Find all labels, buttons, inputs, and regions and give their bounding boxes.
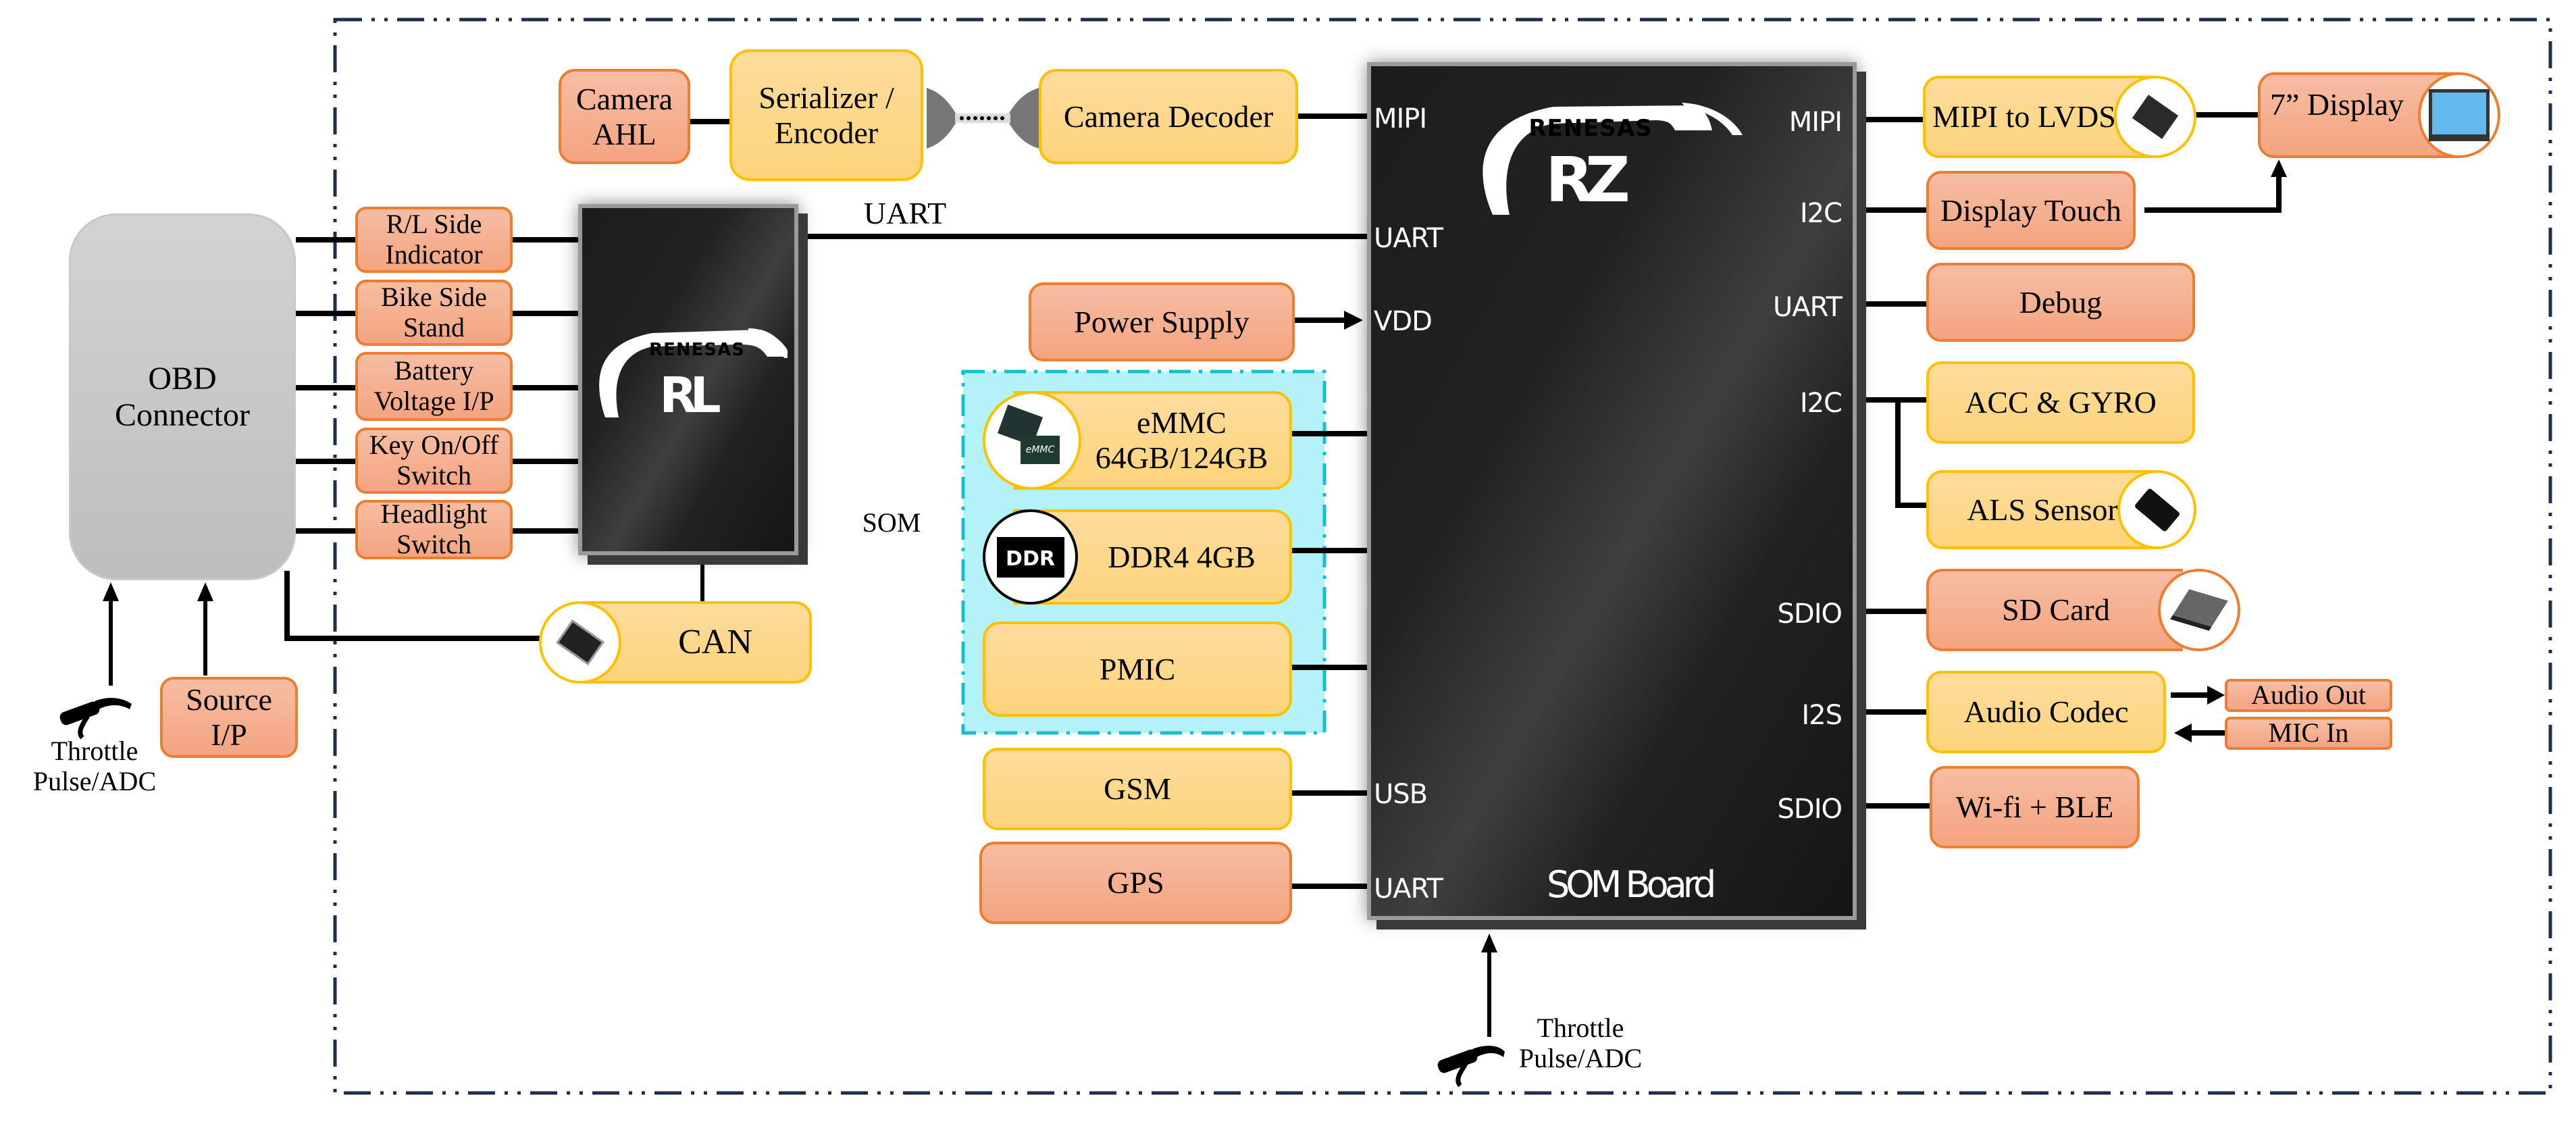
display-block: 7” Display	[2258, 72, 2461, 158]
pin-right-sdio-card: SDIO	[1777, 598, 1843, 630]
rl-brand-text: RENESAS	[649, 340, 745, 360]
display-touch-block: Display Touch	[1926, 171, 2136, 250]
pin-left-vdd: VDD	[1374, 306, 1433, 337]
throttle-grip-icon	[59, 698, 132, 740]
pin-right-uart-debug: UART	[1773, 292, 1843, 323]
debug-block: Debug	[1926, 263, 2195, 342]
pin-right-mipi: MIPI	[1788, 107, 1843, 138]
som-label: SOM	[862, 507, 921, 538]
rz-brand-text: RENESAS	[1528, 115, 1653, 142]
throttle-grip-icon	[1437, 1046, 1505, 1088]
audio-codec-block: Audio Codec	[1926, 671, 2166, 753]
bridge-chip-icon	[2114, 76, 2196, 158]
uart-link-label: UART	[863, 196, 947, 230]
pin-left-uart-gps: UART	[1374, 873, 1443, 904]
can-transceiver-block: CAN	[581, 601, 812, 684]
emmc-chip-icon: eMMC	[983, 391, 1081, 490]
gps-block: GPS	[979, 842, 1292, 924]
rz-family-text: RZ	[1545, 144, 1630, 216]
wifi-ble-block: Wi-fi + BLE	[1930, 766, 2140, 848]
rohm-chip-icon	[539, 601, 621, 684]
pin-right-i2s: I2S	[1801, 700, 1843, 731]
renesas-logo-icon	[599, 328, 788, 417]
obd-connector: OBD Connector	[69, 213, 296, 580]
mic-in-block: MIC In	[2225, 717, 2392, 750]
pin-left-mipi: MIPI	[1374, 103, 1427, 134]
pin-left-uart: UART	[1374, 223, 1443, 254]
pin-right-i2c-sensors: I2C	[1799, 388, 1843, 419]
arrowheads	[103, 159, 2287, 952]
pin-left-usb: USB	[1374, 779, 1428, 810]
pin-right-i2c-touch: I2C	[1799, 198, 1843, 229]
connection-lines	[109, 112, 2282, 1037]
renesas-rl-mcu: RENESAS RL	[578, 204, 798, 555]
camera-decoder-block: Camera Decoder	[1039, 69, 1298, 164]
sd-card-slot-icon	[2158, 569, 2240, 651]
acc-gyro-block: ACC & GYRO	[1926, 361, 2195, 444]
display-icon	[2418, 72, 2500, 158]
sd-card-block: SD Card	[1926, 569, 2183, 651]
renesas-rz-som: RENESAS RZ MIPI UART VDD USB UART MIPI I…	[1367, 62, 1857, 920]
som-board-label: SOM Board	[1547, 863, 1716, 906]
audio-out-block: Audio Out	[2225, 679, 2392, 712]
als-sensor-icon	[2117, 470, 2196, 549]
pmic-block: PMIC	[983, 621, 1292, 717]
pin-right-sdio-wifi: SDIO	[1777, 794, 1843, 825]
gsm-block: GSM	[983, 748, 1292, 830]
serializer-encoder-block: Serializer /Encoder	[729, 49, 923, 181]
renesas-logo-icon	[1483, 103, 1743, 215]
power-supply-block: Power Supply	[1029, 282, 1295, 361]
ddr-chip-icon: DDR	[983, 509, 1078, 605]
outer-boundary	[333, 18, 2552, 1095]
als-sensor-block: ALS Sensor	[1926, 470, 2156, 549]
rl-family-text: RL	[659, 367, 721, 424]
coax-cable-icon	[927, 88, 1039, 149]
